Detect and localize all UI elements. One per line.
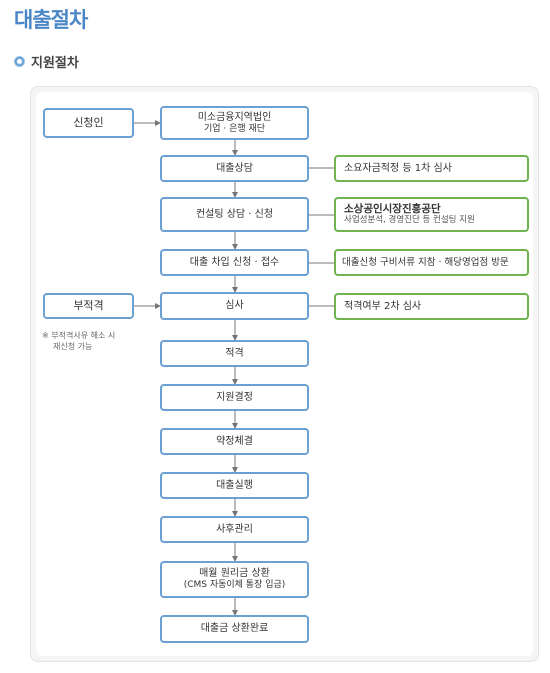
page-title: 대출절차 [14, 8, 88, 32]
step-label: 컨설팅 상담 · 신청 [195, 208, 274, 220]
step-label: 심사 [225, 300, 244, 311]
applicant-label: 신청인 [73, 116, 104, 129]
step-sublabel: (CMS 자동이체 통장 입금) [183, 580, 286, 590]
side-note-sublabel: 사업성분석, 경영진단 등 컨설팅 지원 [344, 215, 475, 225]
ineligible-box: 부적격 [43, 293, 134, 319]
step-loan-execution: 대출실행 [160, 472, 309, 499]
side-note-sbc: 소상공인시장진흥공단 사업성분석, 경영진단 등 컨설팅 지원 [334, 197, 529, 232]
step-label: 매월 원리금 상환 [199, 568, 270, 579]
applicant-box: 신청인 [43, 108, 134, 138]
side-note-label: 적격여부 2차 심사 [344, 300, 422, 312]
step-microfinance: 미소금융지역법인 기업 · 은행 재단 [160, 106, 309, 140]
step-eligible: 적격 [160, 340, 309, 367]
step-label: 미소금융지역법인 [197, 111, 272, 123]
side-note-label: 소요자금적정 등 1차 심사 [344, 162, 452, 174]
section-title: 지원절차 [31, 55, 79, 71]
step-loan-consult: 대출상담 [160, 155, 309, 182]
side-note-label: 대출신청 구비서류 지참 · 해당영업점 방문 [342, 256, 509, 268]
step-monthly-repayment: 매월 원리금 상환 (CMS 자동이체 통장 입금) [160, 561, 309, 598]
step-review: 심사 [160, 292, 309, 320]
step-follow-up: 사후관리 [160, 516, 309, 543]
step-label: 대출금 상환완료 [200, 623, 269, 634]
bullet-icon [14, 55, 25, 67]
step-label: 적격 [225, 347, 244, 359]
side-note-first-review: 소요자금적정 등 1차 심사 [334, 155, 529, 182]
step-support-decision: 지원결정 [160, 384, 309, 411]
note-line1: 부적격사유 해소 시 [51, 331, 116, 340]
step-label: 대출상담 [216, 162, 253, 174]
step-label: 대출실행 [216, 479, 253, 491]
step-label: 대출 차입 신청 · 접수 [189, 256, 280, 268]
step-sublabel: 기업 · 은행 재단 [203, 123, 266, 134]
note-mark: ※ [42, 331, 49, 340]
ineligible-label: 부적격 [73, 299, 104, 312]
step-consulting: 컨설팅 상담 · 신청 [160, 197, 309, 232]
step-label: 사후관리 [216, 523, 253, 535]
section-header: 지원절차 [14, 52, 79, 71]
step-loan-application: 대출 차입 신청 · 접수 [160, 249, 309, 276]
note-line2: 재신청 가능 [53, 342, 93, 351]
step-repayment-complete: 대출금 상환완료 [160, 615, 309, 643]
side-note-label: 소상공인시장진흥공단 [344, 203, 441, 215]
side-note-documents: 대출신청 구비서류 지참 · 해당영업점 방문 [334, 249, 529, 276]
side-note-second-review: 적격여부 2차 심사 [334, 293, 529, 320]
step-agreement: 약정체결 [160, 428, 309, 455]
step-label: 지원결정 [216, 391, 253, 403]
step-label: 약정체결 [216, 435, 253, 447]
reapply-note: ※ 부적격사유 해소 시 재신청 가능 [42, 330, 152, 352]
